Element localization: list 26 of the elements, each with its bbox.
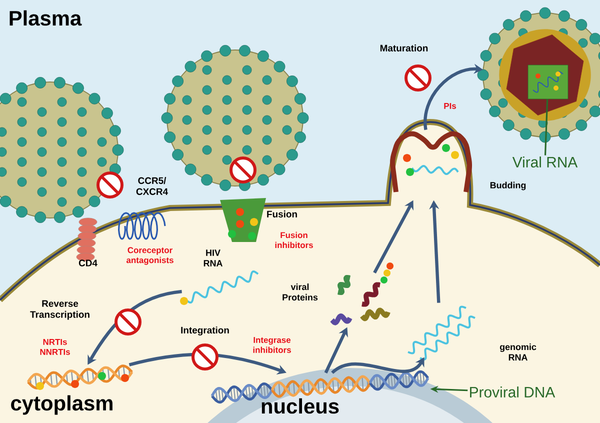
- virus-particle-drawing: [0, 77, 124, 223]
- callout-text: Viral RNA: [512, 156, 578, 168]
- label-text: nucleus: [262, 398, 339, 414]
- callout-text: Proviral DNA: [470, 386, 556, 398]
- label-text: CCR5/ CXCR4: [136, 177, 168, 195]
- caption-text: viral Proteins: [282, 283, 318, 301]
- dna-helix-drawing: [26, 364, 134, 390]
- label-text: Fusion inhibitors: [275, 232, 313, 248]
- viral-core-drawing: [528, 64, 568, 100]
- viral-protein-drawing: [330, 262, 394, 326]
- label-text: Fusion: [267, 210, 297, 218]
- caption-text: HIV RNA: [204, 250, 222, 266]
- label-text: CD4: [78, 260, 98, 266]
- label-text: Maturation: [380, 44, 428, 52]
- label-text: Integrase inhibitors: [253, 337, 291, 353]
- label-text: Coreceptor antagonists: [126, 247, 174, 265]
- rna-strand-drawing: [180, 270, 259, 305]
- label-text: Integration: [181, 326, 229, 336]
- caption-text: genomic RNA: [500, 344, 536, 360]
- label-text: NRTIs NNRTIs: [40, 339, 70, 355]
- caption-text: Budding: [490, 182, 526, 190]
- label-text: Plasma: [10, 10, 82, 26]
- label-text: PIs: [444, 103, 456, 109]
- budding-virus-drawing: [390, 131, 472, 192]
- label-text: Reverse Transcription: [30, 300, 90, 320]
- rna-strand-drawing: [408, 306, 476, 361]
